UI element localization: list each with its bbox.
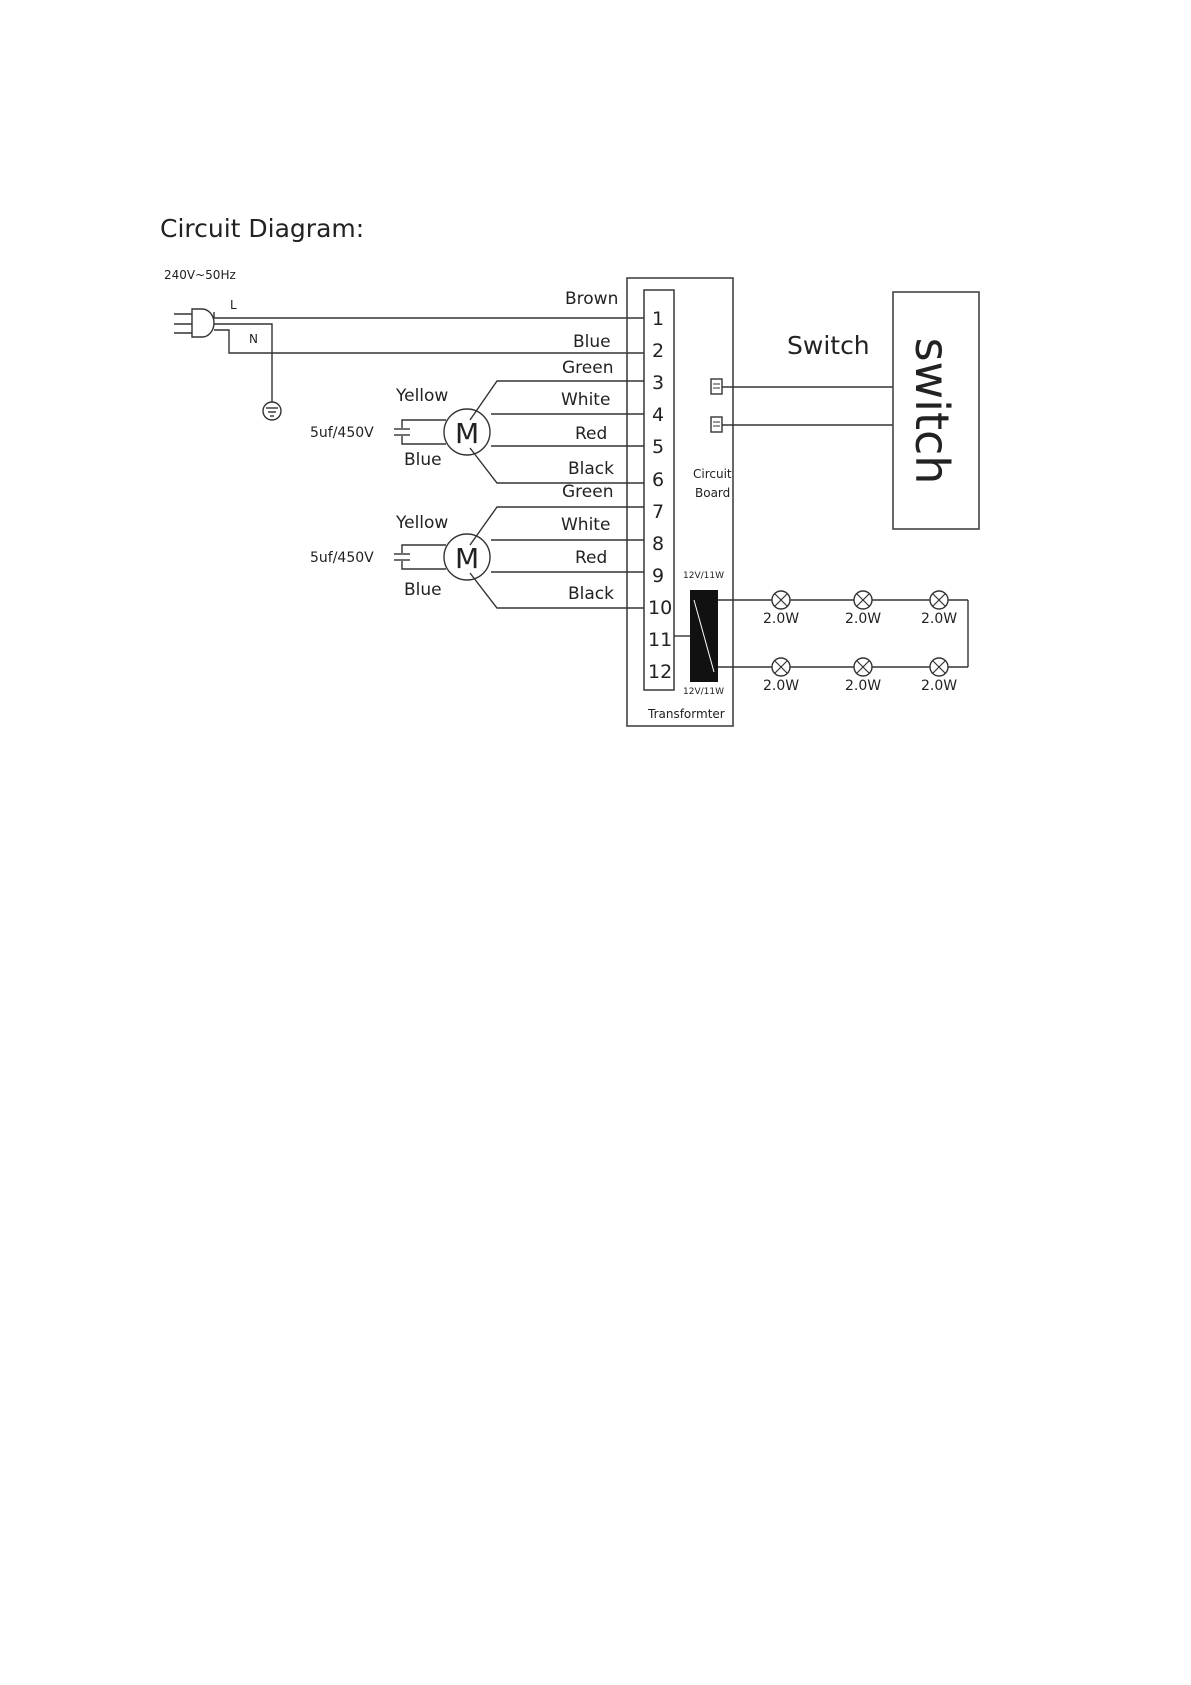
transformer-label: Transformter xyxy=(647,707,725,721)
terminal-11: 11 xyxy=(648,629,672,651)
terminal-7: 7 xyxy=(652,501,664,523)
wire-label-blue: Blue xyxy=(573,332,611,352)
motor-1-yellow-label: Yellow xyxy=(395,386,448,406)
terminal-8: 8 xyxy=(652,533,664,555)
lamp-top-2-label: 2.0W xyxy=(845,611,881,627)
terminal-9: 9 xyxy=(652,565,664,587)
capacitor-2-label: 5uf/450V xyxy=(310,550,374,566)
wire-label-green-2: Green xyxy=(562,482,613,502)
neutral-label: N xyxy=(249,332,258,346)
wire-label-brown: Brown xyxy=(565,289,618,309)
lamp-top-1-label: 2.0W xyxy=(763,611,799,627)
motor-2-label: M xyxy=(455,542,479,575)
capacitor-1-label: 5uf/450V xyxy=(310,425,374,441)
wire-label-green-1: Green xyxy=(562,358,613,378)
motor-2-blue-label: Blue xyxy=(404,580,442,600)
lamp-bottom-1-icon xyxy=(772,658,790,676)
lamp-bottom-1-label: 2.0W xyxy=(763,678,799,694)
diagram-title: Circuit Diagram: xyxy=(160,214,364,243)
lamp-bottom-2-icon xyxy=(854,658,872,676)
terminal-6: 6 xyxy=(652,469,664,491)
lamp-bottom-2-label: 2.0W xyxy=(845,678,881,694)
connector-1-icon xyxy=(711,379,722,394)
terminal-3: 3 xyxy=(652,372,664,394)
ground-icon xyxy=(263,402,281,420)
connector-2-icon xyxy=(711,417,722,432)
wire-label-black-1: Black xyxy=(568,459,614,479)
circuit-board-label-line2: Board xyxy=(695,486,730,500)
switch-label: Switch xyxy=(787,331,870,360)
terminal-5: 5 xyxy=(652,436,664,458)
lamp-top-3-icon xyxy=(930,591,948,609)
terminal-1: 1 xyxy=(652,308,664,330)
motor-2-yellow-label: Yellow xyxy=(395,513,448,533)
lamp-bottom-3-label: 2.0W xyxy=(921,678,957,694)
supply-voltage-label: 240V~50Hz xyxy=(164,268,236,282)
wire-label-red-2: Red xyxy=(575,548,607,568)
wire-label-white-2: White xyxy=(561,515,610,535)
terminal-2: 2 xyxy=(652,340,664,362)
motor-1-blue-label: Blue xyxy=(404,450,442,470)
lamp-top-3-label: 2.0W xyxy=(921,611,957,627)
lamp-top-2-icon xyxy=(854,591,872,609)
lamp-bottom-3-icon xyxy=(930,658,948,676)
transformer-rating-bottom: 12V/11W xyxy=(683,687,724,697)
live-label: L xyxy=(230,298,237,312)
wire-label-black-2: Black xyxy=(568,584,614,604)
terminal-4: 4 xyxy=(652,404,664,426)
transformer-rating-top: 12V/11W xyxy=(683,571,724,581)
switch-box-text: switch xyxy=(905,338,959,485)
circuit-board-label-line1: Circuit xyxy=(693,467,732,481)
plug-icon xyxy=(174,309,214,337)
wire-label-red-1: Red xyxy=(575,424,607,444)
terminal-12: 12 xyxy=(648,661,672,683)
motor-1-label: M xyxy=(455,417,479,450)
lamp-top-1-icon xyxy=(772,591,790,609)
wire-label-white-1: White xyxy=(561,390,610,410)
terminal-10: 10 xyxy=(648,597,672,619)
